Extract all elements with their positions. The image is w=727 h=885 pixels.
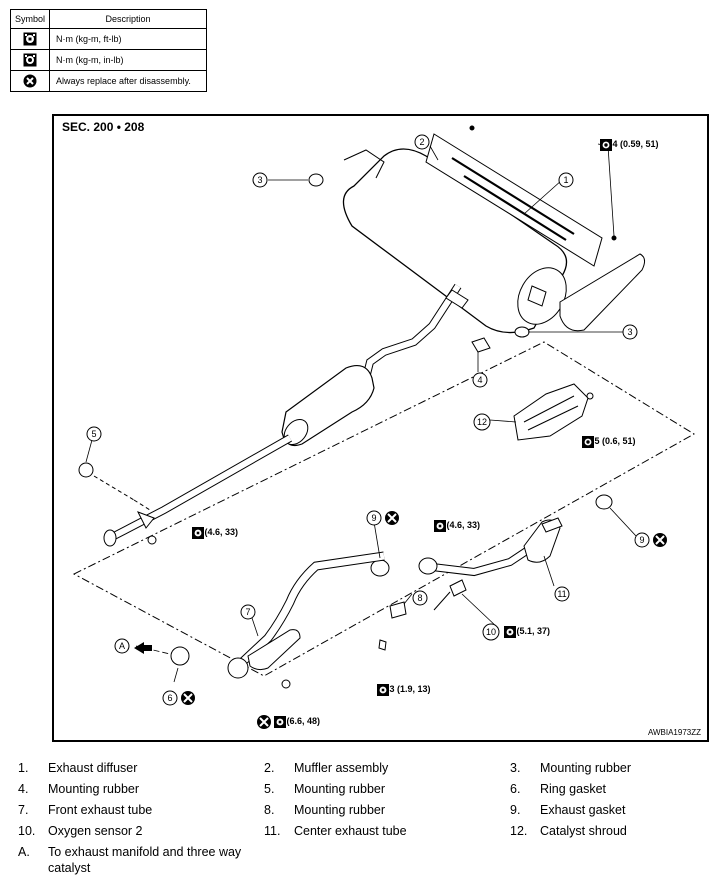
symbol-table: Symbol Description N·m (kg-m, ft-lb) N·m… xyxy=(9,9,207,92)
callout-3: 3 xyxy=(252,172,268,188)
torque-wrench-icon xyxy=(504,626,516,638)
callout-9: 9 xyxy=(366,510,382,526)
symbol-description: N·m (kg-m, ft-lb) xyxy=(49,28,207,50)
callout-9: 9 xyxy=(634,532,650,548)
torque-wrench-icon xyxy=(23,32,37,46)
svg-text:12: 12 xyxy=(477,417,487,427)
exhaust-system-diagram: 1 2 3 3 4 5 6 7 8 9 9 10 11 12 A xyxy=(52,114,709,742)
always-replace-icon xyxy=(23,74,37,88)
torque-spec: 5.75 (0.6, 51) xyxy=(582,436,636,448)
always-replace-icon xyxy=(653,533,667,547)
torque-wrench-inlb-icon xyxy=(582,436,594,448)
legend-item: 10.Oxygen sensor 2 xyxy=(18,824,143,838)
torque-spec: 45 (4.6, 33) xyxy=(192,527,239,539)
torque-wrench-icon xyxy=(192,527,204,539)
svg-text:5: 5 xyxy=(91,429,96,439)
section-label: SEC. 200 • 208 xyxy=(62,120,145,134)
torque-spec: 18.3 (1.9, 13) xyxy=(377,684,431,696)
torque-wrench-icon xyxy=(274,716,286,728)
symbol-header: Symbol xyxy=(9,9,51,29)
legend-item: 11.Center exhaust tube xyxy=(264,824,407,838)
svg-text:1: 1 xyxy=(563,175,568,185)
callout-4: 4 xyxy=(472,372,488,388)
figure-code: AWBIA1973ZZ xyxy=(647,728,701,737)
callout-A: A xyxy=(114,638,130,654)
torque-spec: 45 (4.6, 33) xyxy=(434,520,481,532)
callout-6: 6 xyxy=(162,690,178,706)
symbol-description: Always replace after disassembly. xyxy=(49,70,207,92)
legend-item: 6.Ring gasket xyxy=(510,782,607,796)
callout-11: 11 xyxy=(554,586,570,602)
direction-arrow-icon xyxy=(134,642,152,654)
legend-item: catalyst xyxy=(48,861,91,875)
legend-item: 2.Muffler assembly xyxy=(264,761,389,775)
torque-wrench-icon xyxy=(434,520,446,532)
callout-12: 12 xyxy=(473,413,491,431)
legend-item: 1.Exhaust diffuser xyxy=(18,761,138,775)
legend-item: 3.Mounting rubber xyxy=(510,761,632,775)
legend-item: 7.Front exhaust tube xyxy=(18,803,153,817)
svg-text:6: 6 xyxy=(167,693,172,703)
svg-text:7: 7 xyxy=(245,607,250,617)
torque-wrench-inlb-icon xyxy=(23,53,37,67)
callout-2: 2 xyxy=(414,134,430,150)
callout-8: 8 xyxy=(412,590,428,606)
torque-wrench-inlb-icon xyxy=(600,139,612,151)
callout-10: 10 xyxy=(482,623,500,641)
svg-text:10: 10 xyxy=(486,627,496,637)
legend-item: 4.Mounting rubber xyxy=(18,782,140,796)
callout-1: 1 xyxy=(558,172,574,188)
svg-text:9: 9 xyxy=(639,535,644,545)
torque-wrench-icon xyxy=(377,684,389,696)
svg-text:9: 9 xyxy=(371,513,376,523)
legend-item: 5.Mounting rubber xyxy=(264,782,386,796)
svg-text:8: 8 xyxy=(417,593,422,603)
always-replace-icon xyxy=(181,691,195,705)
svg-text:11: 11 xyxy=(557,589,566,599)
symbol-description: N·m (kg-m, in-lb) xyxy=(49,49,207,71)
always-replace-icon xyxy=(385,511,399,525)
svg-text:3: 3 xyxy=(627,327,632,337)
legend-item: 9.Exhaust gasket xyxy=(510,803,626,817)
legend-item: A.To exhaust manifold and three way xyxy=(18,845,242,859)
svg-text:3: 3 xyxy=(257,175,262,185)
svg-text:4: 4 xyxy=(477,375,482,385)
callout-3: 3 xyxy=(622,324,638,340)
legend-item: 12.Catalyst shroud xyxy=(510,824,627,838)
svg-text:A: A xyxy=(119,641,125,651)
legend-item: 8.Mounting rubber xyxy=(264,803,386,817)
description-header: Description xyxy=(49,9,207,29)
callout-7: 7 xyxy=(240,604,256,620)
callout-5: 5 xyxy=(86,426,102,442)
svg-text:2: 2 xyxy=(419,137,424,147)
torque-spec: 50 (5.1, 37) xyxy=(504,626,551,638)
exploded-view-drawing: 1 2 3 3 4 5 6 7 8 9 9 10 11 12 A xyxy=(72,125,695,729)
always-replace-icon xyxy=(257,715,271,729)
torque-spec: 65 (6.6, 48) xyxy=(274,716,321,728)
torque-spec: 5.74 (0.59, 51) xyxy=(600,139,659,151)
